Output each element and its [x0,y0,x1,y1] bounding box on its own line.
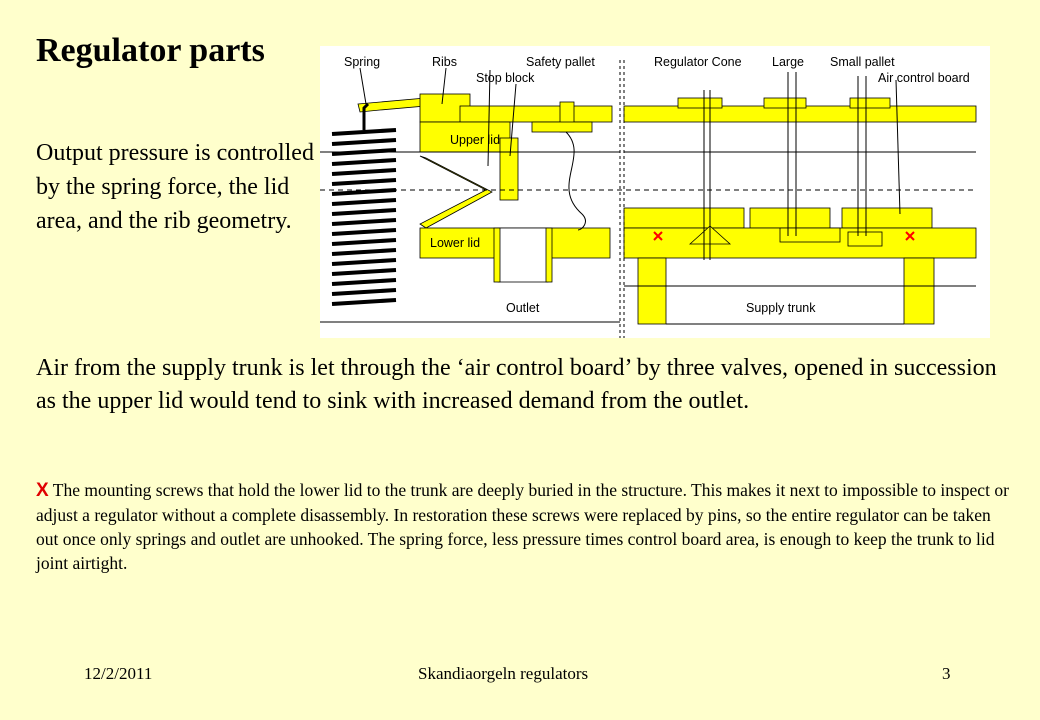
slide-title: Regulator parts [36,32,265,69]
label-supply-trunk: Supply trunk [746,301,816,315]
x-marker-icon: X [36,480,49,501]
label-ribs: Ribs [432,55,457,69]
label-lower-lid: Lower lid [430,236,480,250]
label-spring: Spring [344,55,380,69]
top-board-right [623,105,977,123]
regulator-cone-plate [677,97,723,109]
leg-right [903,257,935,325]
leg-left [637,257,667,325]
label-large: Large [772,55,804,69]
label-outlet: Outlet [506,301,540,315]
footer-date: 12/2/2011 [84,664,153,683]
air-control-board-left [623,207,745,229]
pin-marks [653,231,915,241]
regulator-diagram: Spring Ribs Safety pallet Stop block Upp… [320,46,990,338]
upper-lid [419,121,511,153]
label-small-pallet: Small pallet [830,55,895,69]
top-board-left [459,105,613,123]
label-upper-lid: Upper lid [450,133,500,147]
ribs [419,155,493,229]
small-pallet [847,231,883,247]
note-text: The mounting screws that hold the lower … [36,480,1009,573]
outlet [497,227,549,283]
footer-page-number: 3 [942,664,951,683]
description-paragraph: Air from the supply trunk is let through… [36,355,997,414]
label-safety-pallet: Safety pallet [526,55,595,69]
label-regulator-cone: Regulator Cone [654,55,742,69]
intro-text: Output pressure is controlled by the spr… [36,140,314,234]
stop-block [499,137,519,201]
label-stop-block: Stop block [476,71,535,85]
label-air-control-board: Air control board [878,71,970,85]
spring [331,128,397,306]
large-pallet [779,227,841,243]
note-paragraph: X The mounting screws that hold the lowe… [36,478,1011,575]
footer-title: Skandiaorgeln regulators [418,664,589,683]
